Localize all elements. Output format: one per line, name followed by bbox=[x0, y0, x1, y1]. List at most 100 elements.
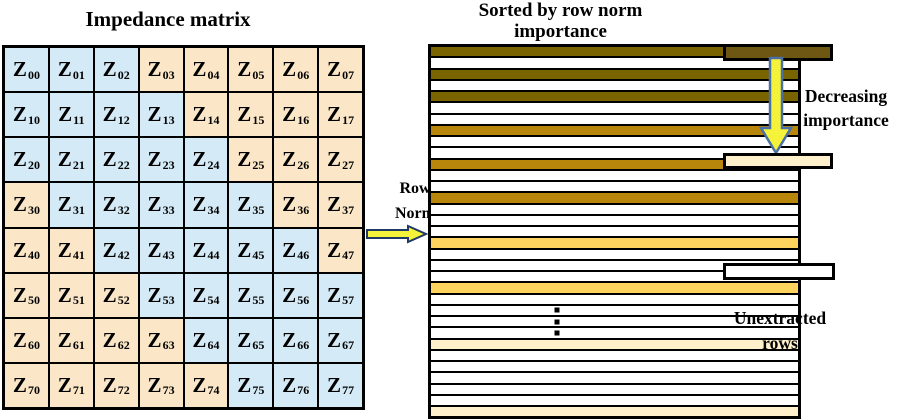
row-norm-right-arrow-icon bbox=[366, 224, 429, 244]
sorted-bar-pale bbox=[431, 407, 798, 417]
sorted-bar-olive bbox=[431, 92, 798, 104]
legend-bar-less-important bbox=[723, 153, 833, 169]
sorted-bar-white bbox=[431, 350, 798, 362]
decreasing-importance-label: Decreasing importance bbox=[793, 84, 899, 132]
row-norm-label: Row Norm bbox=[378, 176, 452, 226]
sorted-bar-white bbox=[431, 260, 798, 272]
sorted-bar-ellipsis bbox=[431, 328, 798, 340]
ellipsis-dot bbox=[554, 330, 560, 336]
sorted-bar-white bbox=[431, 249, 798, 261]
sorted-bar-white bbox=[431, 362, 798, 374]
sorted-bar-dgold bbox=[431, 193, 798, 205]
sorted-bar-dgold bbox=[431, 125, 798, 137]
sorted-bar-white bbox=[431, 58, 798, 70]
sorted-stack bbox=[428, 44, 801, 419]
sorted-bar-white bbox=[431, 148, 798, 160]
sorted-bar-olive bbox=[431, 69, 798, 81]
impedance-matrix-title-text: Impedance matrix bbox=[85, 7, 251, 31]
sorted-bar-white bbox=[431, 137, 798, 149]
unextracted-rows-line2: rows bbox=[762, 333, 798, 353]
ellipsis-dot bbox=[554, 307, 560, 313]
sorted-bar-dgold bbox=[431, 159, 798, 171]
sorted-bar-olive bbox=[431, 47, 798, 59]
sorted-bar-white bbox=[431, 294, 798, 306]
sorted-bar-white bbox=[431, 103, 798, 115]
decreasing-importance-line1: Decreasing bbox=[804, 86, 888, 106]
sorted-title-line1: Sorted by row norm bbox=[478, 0, 643, 21]
decreasing-importance-line2: importance bbox=[803, 110, 889, 130]
sorted-bar-white bbox=[431, 215, 798, 227]
sorted-title: Sorted by row norm importance bbox=[428, 0, 693, 42]
sorted-bar-white bbox=[431, 384, 798, 396]
sorted-title-line2: importance bbox=[514, 21, 607, 42]
sorted-bar-ellipsis bbox=[431, 305, 798, 317]
row-norm-label-line2: Norm bbox=[395, 205, 435, 222]
sorted-bar-white bbox=[431, 373, 798, 385]
sorted-bar-gold bbox=[431, 238, 798, 250]
legend-bar-unextracted bbox=[723, 263, 835, 280]
row-norm-label-line1: Row bbox=[399, 180, 431, 197]
sorted-bar-white bbox=[431, 272, 798, 284]
sorted-bar-white bbox=[431, 182, 798, 194]
unextracted-rows-line1: Unextracted bbox=[733, 308, 827, 328]
ellipsis-dot bbox=[554, 319, 560, 325]
sorted-bar-pale bbox=[431, 339, 798, 351]
